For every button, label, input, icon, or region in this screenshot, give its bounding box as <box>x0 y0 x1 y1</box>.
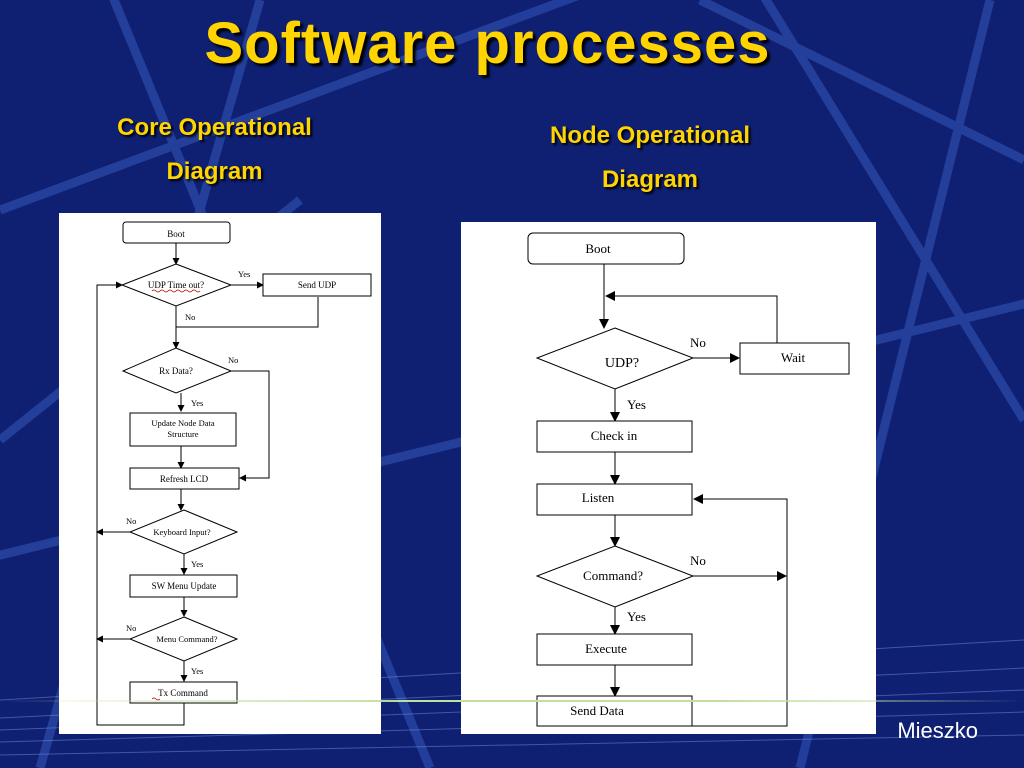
node-node-listen: Listen <box>536 483 693 516</box>
svg-text:No: No <box>126 516 136 526</box>
svg-text:UDP?: UDP? <box>605 356 639 371</box>
core-node-send-udp: Send UDP <box>262 273 372 297</box>
svg-text:Wait: Wait <box>781 350 806 365</box>
core-node-refresh-lcd: Refresh LCD <box>129 467 240 490</box>
svg-text:Boot: Boot <box>585 241 611 256</box>
core-flowchart: Boot UDP Time out? Send UDP Rx Data? Upd… <box>96 221 372 726</box>
slide-title: Software processes <box>204 11 771 76</box>
svg-text:Menu Command?: Menu Command? <box>156 634 217 644</box>
node-node-udp: UDP? <box>535 327 695 390</box>
core-node-update-node-data: Update Node Data Structure <box>129 412 237 447</box>
core-node-udp-timeout: UDP Time out? <box>120 263 233 307</box>
core-node-rx-data: Rx Data? <box>121 347 233 394</box>
node-heading-line2: Diagram <box>601 166 699 193</box>
core-node-boot: Boot <box>122 221 231 244</box>
footer-divider <box>0 700 1024 702</box>
svg-text:Rx Data?: Rx Data? <box>159 366 193 376</box>
node-node-command: Command? <box>535 545 695 608</box>
svg-text:Yes: Yes <box>627 397 646 412</box>
svg-text:Boot: Boot <box>167 229 185 239</box>
node-diagram-panel: Boot UDP? Wait Check in Listen Command? … <box>461 222 876 734</box>
node-node-check-in: Check in <box>536 420 693 453</box>
node-node-boot: Boot <box>527 232 685 265</box>
core-branch-labels: Yes No No Yes No Yes No Yes <box>126 269 250 676</box>
node-branch-labels: No Yes No Yes <box>627 335 706 624</box>
core-heading-line1: Core Operational <box>117 114 312 141</box>
node-heading-line1: Node Operational <box>549 122 751 149</box>
svg-text:SW Menu Update: SW Menu Update <box>152 581 217 591</box>
core-node-sw-menu-update: SW Menu Update <box>129 574 238 598</box>
svg-text:No: No <box>690 335 706 350</box>
svg-text:Yes: Yes <box>627 609 646 624</box>
node-diagram-heading: Node Operational Diagram <box>500 114 800 202</box>
core-node-keyboard-input: Keyboard Input? <box>128 509 239 555</box>
svg-text:Yes: Yes <box>191 666 203 676</box>
svg-text:Yes: Yes <box>191 559 203 569</box>
svg-text:Execute: Execute <box>585 641 627 656</box>
svg-text:Yes: Yes <box>238 269 250 279</box>
svg-text:Send Data: Send Data <box>570 703 624 718</box>
svg-text:Check in: Check in <box>591 428 638 443</box>
core-diagram-heading: Core Operational Diagram <box>72 106 357 194</box>
slide-author: Mieszko <box>897 718 978 743</box>
core-connectors <box>96 243 319 726</box>
node-node-execute: Execute <box>536 633 693 666</box>
svg-text:Update Node Data: Update Node Data <box>151 418 214 428</box>
svg-text:Yes: Yes <box>191 398 203 408</box>
node-connectors <box>599 264 788 727</box>
core-node-menu-command: Menu Command? <box>128 616 239 662</box>
node-flowchart: Boot UDP? Wait Check in Listen Command? … <box>527 232 850 727</box>
svg-text:Keyboard Input?: Keyboard Input? <box>153 527 211 537</box>
svg-text:Command?: Command? <box>583 568 643 583</box>
svg-text:Refresh LCD: Refresh LCD <box>160 474 209 484</box>
core-node-tx-command: Tx Command <box>129 681 238 704</box>
svg-text:UDP Time out?: UDP Time out? <box>148 280 204 290</box>
core-heading-line2: Diagram <box>166 158 263 185</box>
svg-text:Listen: Listen <box>582 490 615 505</box>
core-diagram-panel: Boot UDP Time out? Send UDP Rx Data? Upd… <box>59 213 381 734</box>
svg-text:No: No <box>228 355 238 365</box>
svg-text:No: No <box>690 553 706 568</box>
svg-text:Structure: Structure <box>167 429 198 439</box>
svg-text:Send UDP: Send UDP <box>298 280 336 290</box>
svg-text:Tx Command: Tx Command <box>158 688 208 698</box>
node-node-wait: Wait <box>739 342 850 375</box>
svg-text:No: No <box>185 312 195 322</box>
svg-text:No: No <box>126 623 136 633</box>
